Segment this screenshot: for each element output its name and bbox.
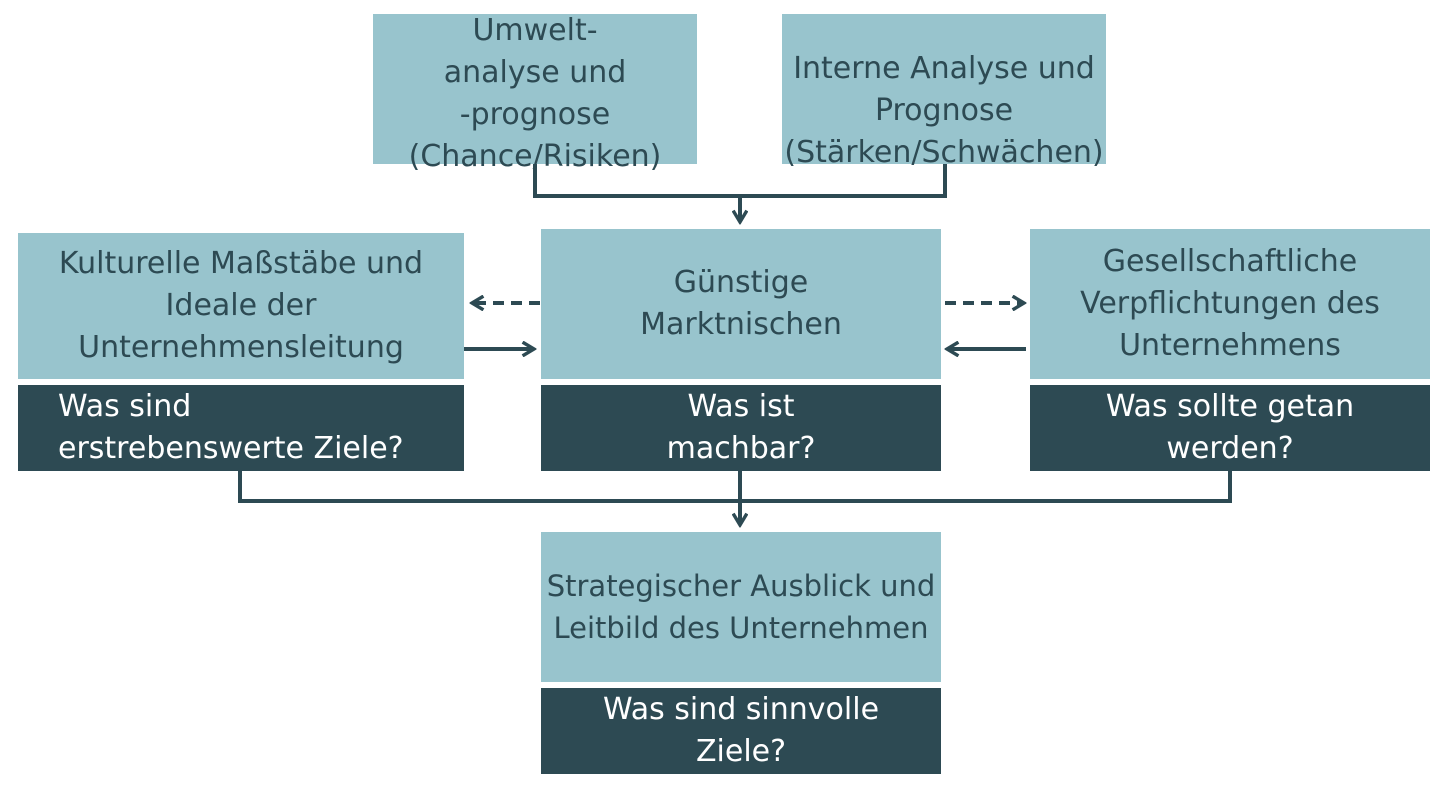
cultural-standards-text: Kulturelle Maßstäbe und Ideale der Unter… [58,246,424,365]
feasible-text: Was ist machbar? [666,389,816,466]
internal-analysis-text: Interne Analyse und Prognose (Stärken/Sc… [784,51,1104,170]
sensible-goals-box: Was sind sinnvolle Ziele? [541,688,941,774]
desirable-goals-text: Was sind erstrebenswerte Ziele? [58,389,404,466]
market-niches-box: Günstige Marktnischen [541,229,941,379]
social-obligations-text: Gesellschaftliche Verpflichtungen des Un… [1080,244,1380,363]
cultural-standards-box: Kulturelle Maßstäbe und Ideale der Unter… [18,233,464,379]
bottom-merge-connector [238,471,1232,503]
feasible-box: Was ist machbar? [541,385,941,471]
strategic-outlook-box: Strategischer Ausblick und Leitbild des … [541,532,941,682]
social-obligations-box: Gesellschaftliche Verpflichtungen des Un… [1030,229,1430,379]
internal-analysis-box: Interne Analyse und Prognose (Stärken/Sc… [782,14,1106,170]
sensible-goals-text: Was sind sinnvolle Ziele? [602,692,880,769]
strategic-outlook-text: Strategischer Ausblick und Leitbild des … [546,569,936,645]
desirable-goals-box: Was sind erstrebenswerte Ziele? [18,385,464,471]
environment-analysis-text: Umwelt- analyse und -prognose (Chance/Ri… [408,13,662,174]
environment-analysis-box: Umwelt- analyse und -prognose (Chance/Ri… [373,13,697,174]
should-be-done-text: Was sollte getan werden? [1105,389,1355,466]
market-niches-text: Günstige Marktnischen [640,265,842,342]
should-be-done-box: Was sollte getan werden? [1030,385,1430,471]
